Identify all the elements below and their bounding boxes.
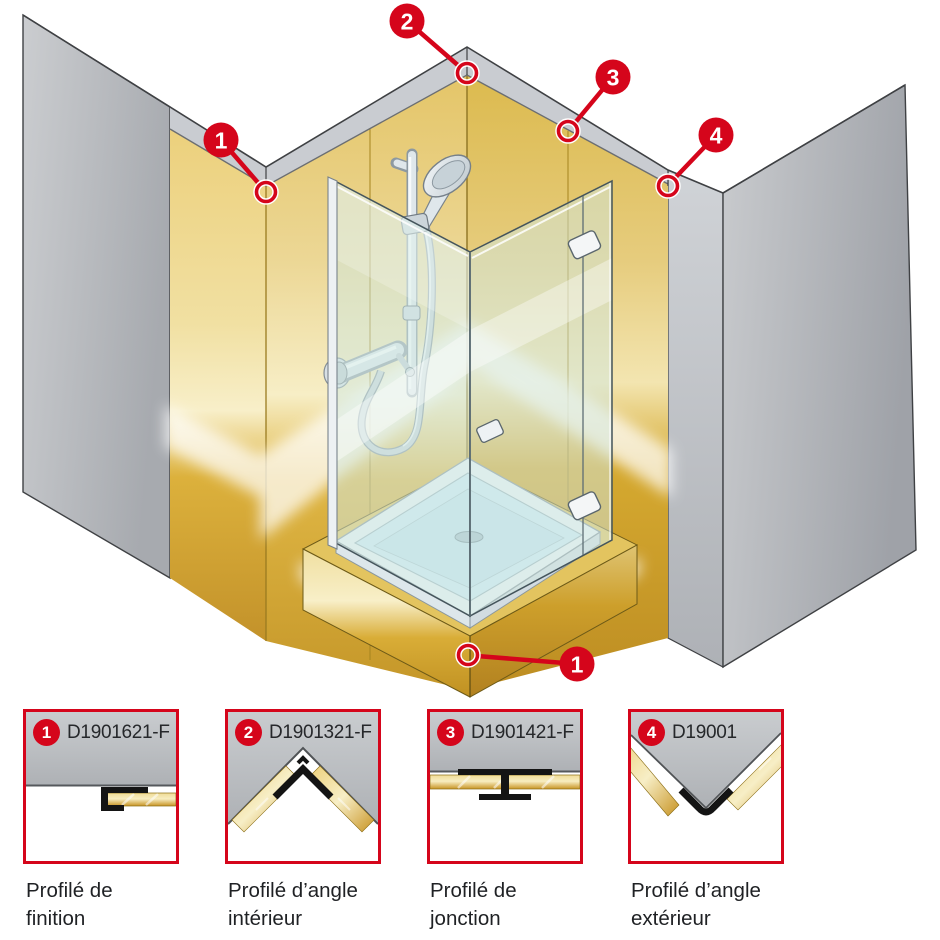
legend-item-2: 2 D1901321-F Profilé d’angle intérieur (225, 709, 387, 930)
legend-item-3: 3 D1901421-F Profilé de jonction (427, 709, 589, 930)
wall-profile (327, 176, 338, 550)
glass-door (469, 179, 613, 618)
left-bare-wall (22, 13, 171, 580)
point-rings (253, 60, 681, 668)
callout-badge-1b (559, 646, 595, 682)
profile-box-3: 3 D1901421-F (427, 709, 583, 864)
callout-badge-1 (203, 122, 239, 158)
legend-num-badge-1: 1 (33, 719, 60, 746)
door-hinge-bottom (567, 491, 602, 521)
glass-side-panel (327, 176, 471, 618)
callout-badges: 1 2 3 4 1 (203, 3, 734, 682)
profile-box-2: 2 D1901321-F (225, 709, 381, 864)
callout-num-1: 1 (215, 127, 228, 153)
box-header-1: 1 D1901621-F (33, 719, 170, 746)
callout-badge-2 (389, 3, 425, 39)
callout-ring-2 (455, 61, 479, 85)
legend-num-badge-2: 2 (235, 719, 262, 746)
caption-4: Profilé d’angle extérieur (631, 879, 761, 930)
callout-num-1b: 1 (571, 651, 584, 677)
caption-1: Profilé de finition (26, 879, 113, 930)
caption-3: Profilé de jonction (430, 879, 517, 930)
callout-ring-1 (254, 180, 278, 204)
outer-corner-profile-shape (678, 787, 734, 816)
wall-section (631, 712, 781, 808)
right-bare-wall (667, 83, 917, 669)
callout-badge-3 (595, 59, 631, 95)
tile-strip (106, 792, 176, 807)
callout-badge-4 (698, 117, 734, 153)
door-hinge-top (567, 230, 602, 260)
profile-box-4: 4 D19001 (628, 709, 784, 864)
callout-num-4: 4 (710, 122, 723, 148)
box-header-4: 4 D19001 (638, 719, 737, 746)
callout-ring-1b (456, 643, 480, 667)
profile-box-1: 1 D1901621-F (23, 709, 179, 864)
callout-num-3: 3 (607, 64, 620, 90)
callouts: 1 2 3 4 1 (203, 3, 734, 682)
inner-corner-profile-shape (272, 764, 334, 800)
finish-profile-shape (101, 787, 148, 811)
legend-num-badge-4: 4 (638, 719, 665, 746)
part-code-4: D19001 (672, 721, 737, 743)
box-header-2: 2 D1901321-F (235, 719, 372, 746)
installation-diagram: 1 2 3 4 1 (22, 3, 917, 698)
part-code-3: D1901421-F (471, 721, 574, 743)
callout-ring-3 (556, 119, 580, 143)
wall-section (228, 712, 378, 824)
callout-ring-4 (656, 174, 680, 198)
legend-num-badge-3: 3 (437, 719, 464, 746)
box-header-3: 3 D1901421-F (437, 719, 574, 746)
part-code-1: D1901621-F (67, 721, 170, 743)
callout-num-2: 2 (401, 8, 414, 34)
legend-item-1: 1 D1901621-F Profilé de finition (23, 709, 185, 930)
junction-profile-shape (458, 769, 552, 800)
caption-2: Profilé d’angle intérieur (228, 879, 358, 930)
door-handle (476, 419, 504, 443)
tile-strip-left (631, 747, 680, 817)
profile-illustration-outer-corner (631, 712, 781, 817)
part-code-2: D1901321-F (269, 721, 372, 743)
profile-illustration-inner-corner (228, 712, 378, 833)
legend-item-4: 4 D19001 Profilé d’angle extérieur (628, 709, 790, 930)
shower-enclosure (327, 176, 613, 618)
profile-illustration-finish (26, 712, 176, 811)
